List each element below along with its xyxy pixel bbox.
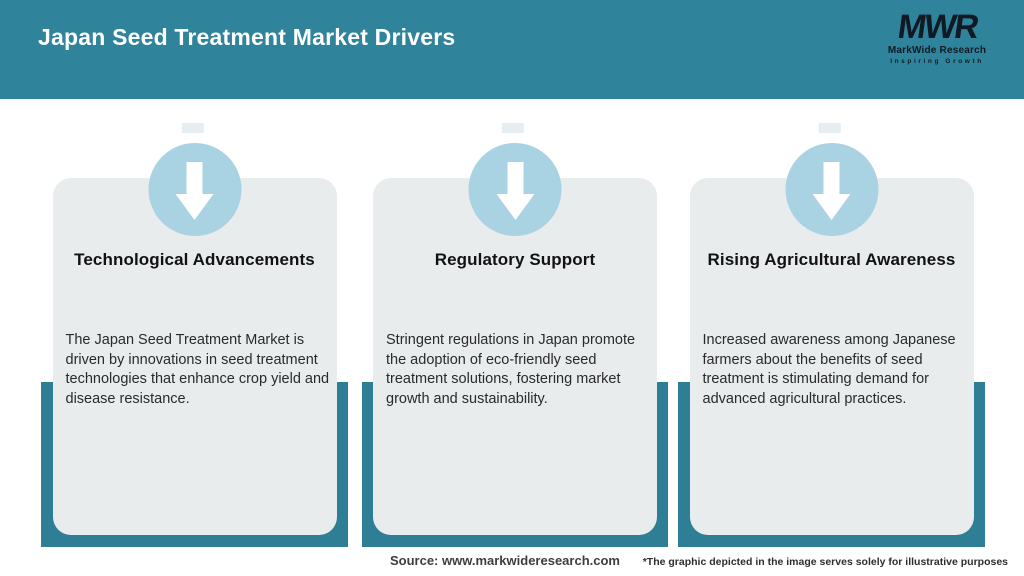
driver-column-2: Regulatory Support Stringent regulations… bbox=[362, 120, 668, 550]
down-arrow-icon bbox=[175, 160, 214, 220]
driver-card: Rising Agricultural Awareness Increased … bbox=[689, 178, 974, 535]
logo-acronym: MWR bbox=[894, 8, 980, 46]
driver-column-3: Rising Agricultural Awareness Increased … bbox=[678, 120, 985, 550]
down-arrow-badge bbox=[785, 143, 878, 236]
driver-card: Regulatory Support Stringent regulations… bbox=[373, 178, 657, 535]
down-arrow-icon bbox=[496, 160, 534, 220]
down-arrow-icon bbox=[812, 160, 851, 220]
arrow-tail-notch bbox=[501, 123, 524, 133]
brand-logo: MWR MarkWide Research Inspiring Growth bbox=[882, 8, 992, 66]
driver-column-1: Technological Advancements The Japan See… bbox=[41, 120, 348, 550]
down-arrow-badge bbox=[148, 143, 241, 236]
page-title: Japan Seed Treatment Market Drivers bbox=[38, 24, 456, 50]
card-body: Stringent regulations in Japan promote t… bbox=[386, 332, 636, 407]
logo-tagline: Inspiring Growth bbox=[890, 58, 984, 65]
arrow-tail-notch bbox=[818, 123, 841, 133]
logo-company-name: MarkWide Research bbox=[887, 45, 987, 56]
footer-disclaimer: *The graphic depicted in the image serve… bbox=[642, 556, 1008, 568]
header-bar: Japan Seed Treatment Market Drivers MWR … bbox=[0, 0, 1024, 99]
card-title: Technological Advancements bbox=[74, 250, 315, 269]
arrow-tail-notch bbox=[181, 123, 204, 133]
card-body: The Japan Seed Treatment Market is drive… bbox=[65, 332, 330, 407]
card-title: Regulatory Support bbox=[434, 250, 596, 269]
card-title: Rising Agricultural Awareness bbox=[707, 250, 956, 269]
driver-card: Technological Advancements The Japan See… bbox=[52, 178, 337, 535]
footer-source: Source: www.markwideresearch.com bbox=[389, 553, 620, 568]
down-arrow-badge bbox=[468, 143, 562, 236]
card-body: Increased awareness among Japanese farme… bbox=[702, 332, 956, 407]
